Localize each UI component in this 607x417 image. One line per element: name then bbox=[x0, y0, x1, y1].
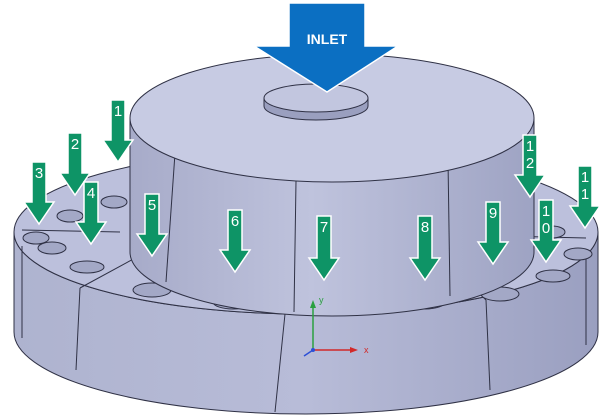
port-arrow-shape bbox=[568, 165, 602, 230]
port-arrow-8: 8 bbox=[408, 215, 442, 282]
bolt-hole bbox=[563, 247, 593, 261]
port-arrow-2: 2 bbox=[58, 132, 92, 197]
port-arrow-label: 1 bbox=[581, 186, 589, 203]
port-arrow-label: 0 bbox=[542, 220, 550, 237]
port-arrow-label: 6 bbox=[231, 213, 239, 230]
port-arrow-12: 12 bbox=[513, 134, 547, 199]
port-arrow-label: 1 bbox=[542, 203, 550, 220]
inlet-port bbox=[263, 83, 369, 113]
port-arrow-label: 2 bbox=[71, 136, 79, 153]
port-arrow-11: 11 bbox=[568, 165, 602, 230]
port-arrow-4: 4 bbox=[74, 181, 108, 246]
port-arrow-shape bbox=[408, 215, 442, 282]
x-axis-arrowhead bbox=[350, 347, 358, 353]
port-arrow-label: 4 bbox=[87, 185, 95, 202]
bolt-hole bbox=[22, 231, 50, 245]
x-axis-label: x bbox=[364, 345, 369, 355]
port-arrow-3: 3 bbox=[22, 161, 56, 226]
port-arrow-label: 2 bbox=[526, 155, 534, 172]
port-arrow-label: 3 bbox=[35, 165, 43, 182]
triad-origin bbox=[311, 348, 315, 352]
port-arrow-10: 10 bbox=[529, 199, 563, 264]
port-arrow-1: 1 bbox=[101, 99, 135, 164]
port-arrow-label: 1 bbox=[581, 169, 589, 186]
port-arrow-label: 8 bbox=[421, 219, 429, 236]
port-arrow-label: 1 bbox=[526, 138, 534, 155]
port-arrow-shape bbox=[58, 132, 92, 197]
flange-segment-lines bbox=[21, 246, 587, 413]
y-axis-label: y bbox=[319, 295, 324, 305]
port-arrow-shape bbox=[513, 134, 547, 199]
port-arrow-shape bbox=[101, 99, 135, 164]
port-arrow-shape bbox=[529, 199, 563, 264]
port-arrow-9: 9 bbox=[476, 201, 510, 266]
bolt-hole bbox=[37, 241, 67, 255]
bolt-hole bbox=[100, 195, 128, 209]
inlet-label: INLET bbox=[307, 31, 348, 47]
cylinder-seams bbox=[165, 138, 451, 313]
bolt-hole bbox=[69, 260, 105, 274]
port-arrow-6: 6 bbox=[218, 209, 252, 274]
port-arrow-label: 9 bbox=[489, 205, 497, 222]
port-arrow-shape bbox=[218, 209, 252, 274]
port-arrow-shape bbox=[135, 193, 169, 258]
port-arrow-label: 5 bbox=[148, 197, 156, 214]
port-arrow-7: 7 bbox=[307, 215, 341, 282]
port-arrow-label: 7 bbox=[320, 219, 328, 236]
port-arrow-5: 5 bbox=[135, 193, 169, 258]
port-arrow-shape bbox=[74, 181, 108, 246]
bolt-hole bbox=[56, 209, 84, 223]
port-arrow-shape bbox=[476, 201, 510, 266]
port-arrow-label: 1 bbox=[114, 103, 122, 120]
port-arrow-shape bbox=[307, 215, 341, 282]
port-arrow-shape bbox=[22, 161, 56, 226]
y-axis-arrowhead bbox=[310, 300, 316, 308]
coordinate-triad: y x bbox=[303, 295, 369, 357]
bolt-hole bbox=[535, 269, 571, 283]
inlet-arrow: INLET bbox=[251, 2, 401, 93]
